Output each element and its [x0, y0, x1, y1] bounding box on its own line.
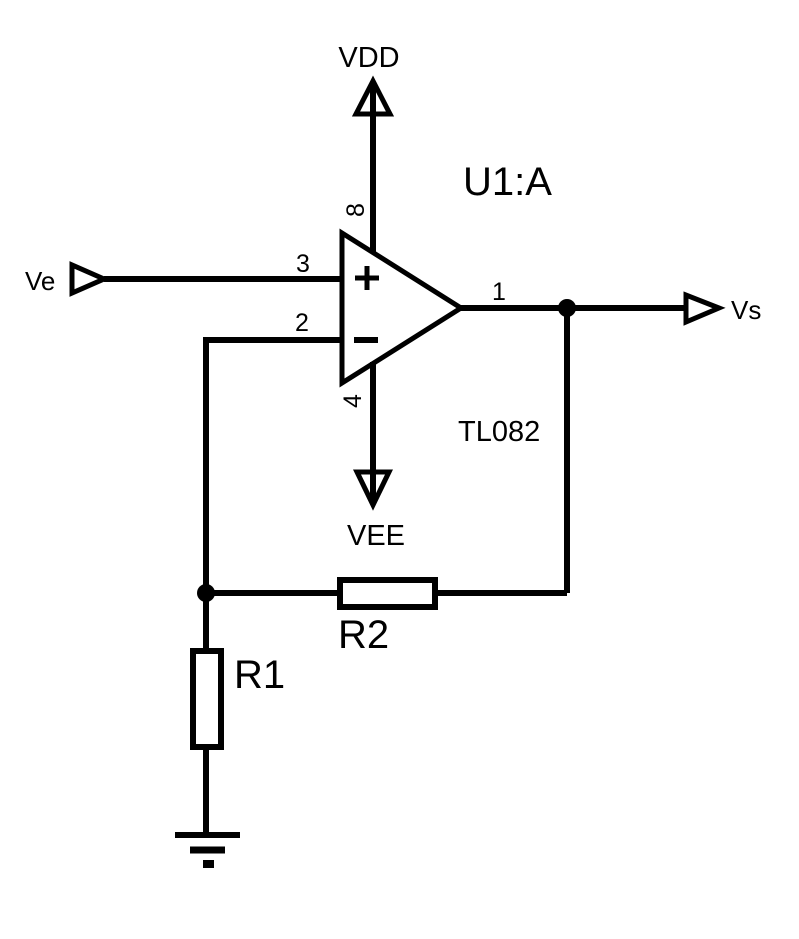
pin-1-number: 1: [492, 278, 506, 306]
vdd-power-arrow-icon[interactable]: [351, 75, 395, 117]
pin-3-number: 3: [296, 250, 310, 278]
output-terminal-icon[interactable]: [683, 291, 726, 326]
opamp-value-label: TL082: [458, 416, 540, 448]
pin-2-number: 2: [295, 309, 309, 337]
resistor-r2-body[interactable]: [337, 577, 438, 610]
output-terminal-label: Vs: [731, 295, 761, 325]
input-terminal-icon[interactable]: [69, 261, 111, 297]
pin-8-number: 8: [342, 203, 370, 217]
vdd-label: VDD: [338, 42, 399, 74]
resistor-r1-label: R1: [234, 653, 285, 697]
ground-icon[interactable]: [175, 832, 240, 868]
vee-label: VEE: [347, 520, 405, 552]
input-terminal-label: Ve: [25, 266, 55, 296]
opamp-ref-label: U1:A: [463, 160, 552, 204]
resistor-r1-body[interactable]: [190, 648, 224, 750]
pin-4-number: 4: [339, 394, 367, 408]
vee-power-arrow-icon[interactable]: [353, 469, 393, 511]
opamp-triangle[interactable]: [339, 228, 466, 388]
resistor-r2-label: R2: [338, 613, 389, 657]
